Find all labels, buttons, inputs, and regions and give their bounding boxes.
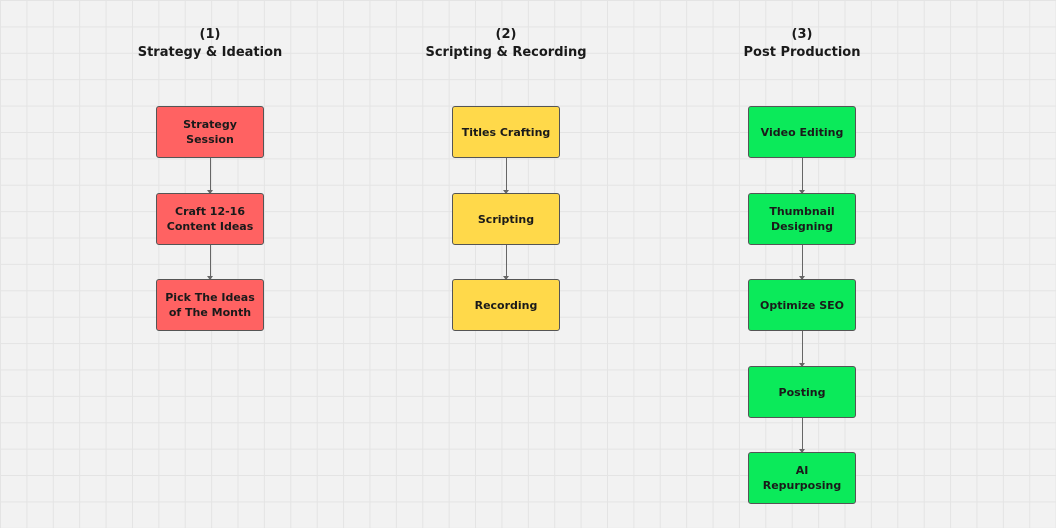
column-number: (3) bbox=[791, 27, 813, 42]
process-card[interactable]: Craft 12-16 Content Ideas bbox=[156, 193, 264, 245]
process-card[interactable]: AI Repurposing bbox=[748, 452, 856, 504]
column-title: Strategy & Ideation bbox=[137, 45, 283, 60]
column-header: (1) Strategy & Ideation bbox=[110, 26, 310, 62]
connector-arrow bbox=[503, 158, 509, 194]
process-card[interactable]: Video Editing bbox=[748, 106, 856, 158]
connector-arrow bbox=[799, 245, 805, 280]
connector-arrow bbox=[207, 245, 213, 280]
column-number: (1) bbox=[199, 27, 221, 42]
column-number: (2) bbox=[495, 27, 517, 42]
connector-arrow bbox=[207, 158, 213, 194]
process-card[interactable]: Posting bbox=[748, 366, 856, 418]
process-card[interactable]: Recording bbox=[452, 279, 560, 331]
connector-arrow bbox=[799, 331, 805, 367]
column-header: (2) Scripting & Recording bbox=[406, 26, 606, 62]
process-card[interactable]: Scripting bbox=[452, 193, 560, 245]
process-card[interactable]: Thumbnail Designing bbox=[748, 193, 856, 245]
process-card[interactable]: Titles Crafting bbox=[452, 106, 560, 158]
process-card[interactable]: Strategy Session bbox=[156, 106, 264, 158]
column-title: Scripting & Recording bbox=[425, 45, 587, 60]
connector-arrow bbox=[503, 245, 509, 280]
process-card[interactable]: Optimize SEO bbox=[748, 279, 856, 331]
process-card[interactable]: Pick The Ideas of The Month bbox=[156, 279, 264, 331]
column-header: (3) Post Production bbox=[702, 26, 902, 62]
column-title: Post Production bbox=[743, 45, 861, 60]
connector-arrow bbox=[799, 418, 805, 453]
connector-arrow bbox=[799, 158, 805, 194]
